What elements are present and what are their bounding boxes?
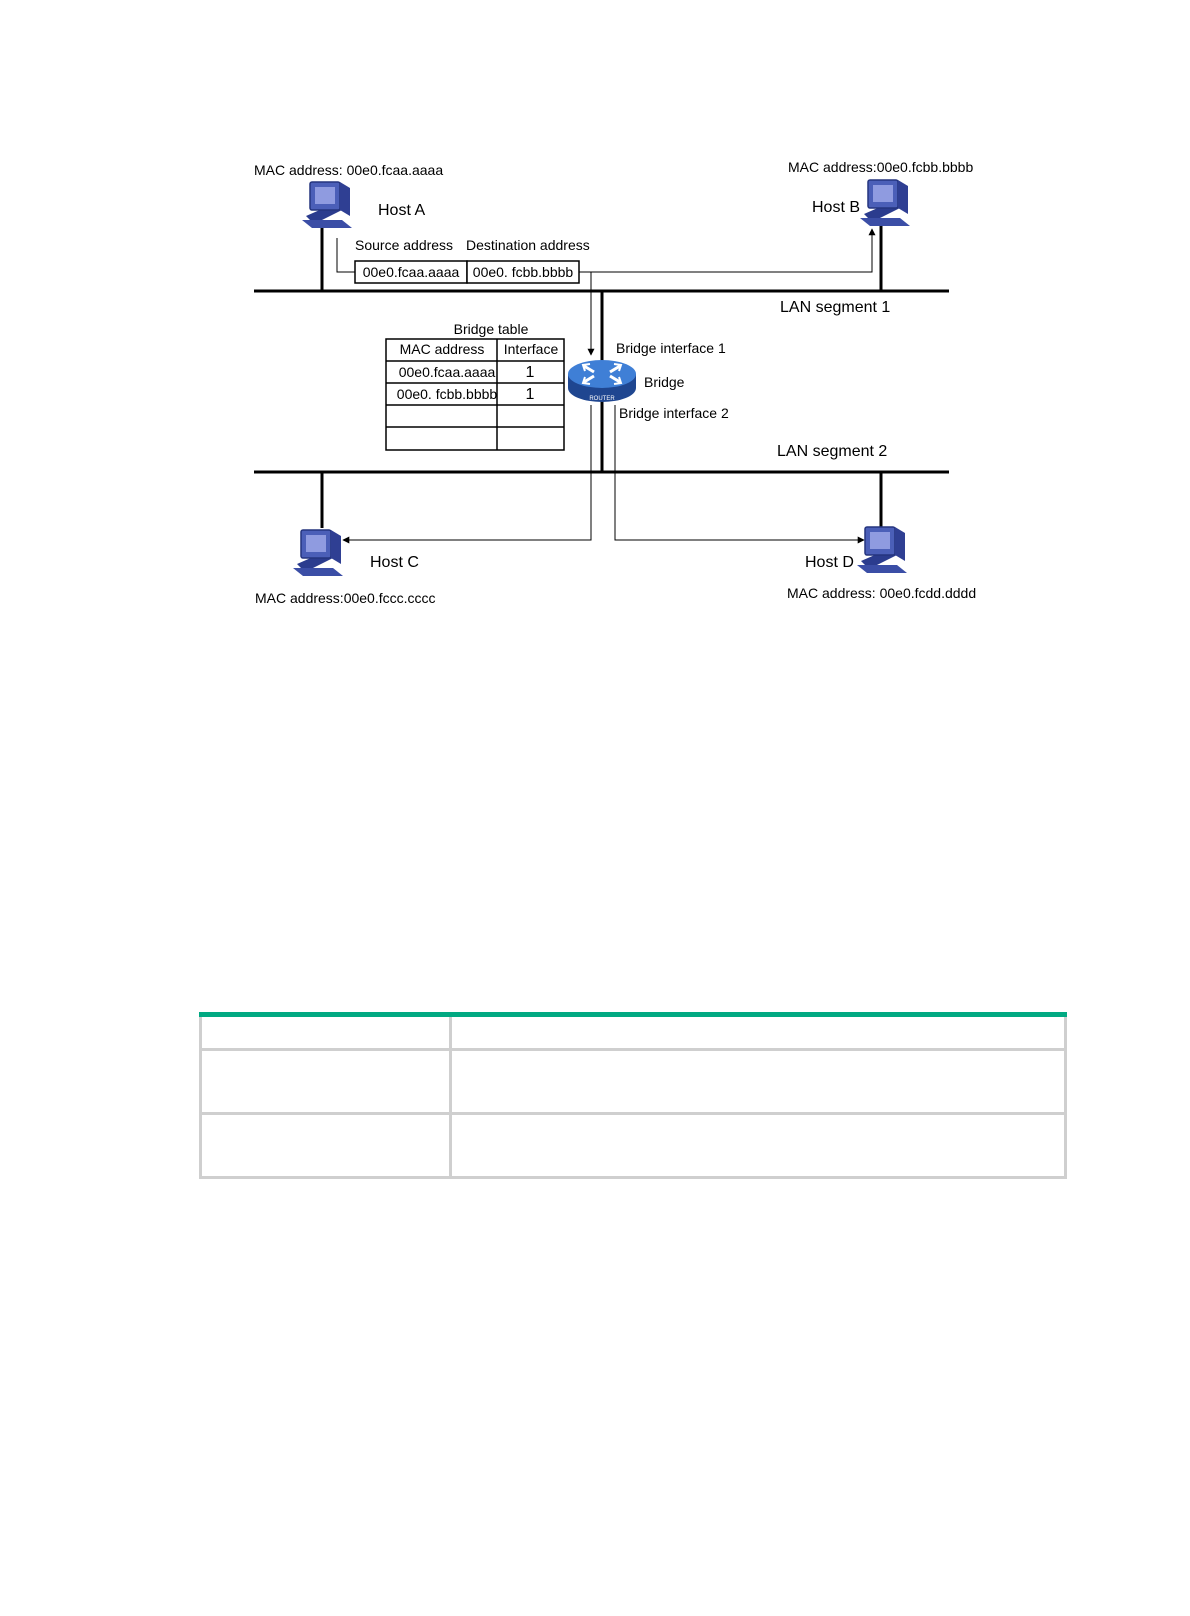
host-d-mac-label: MAC address: 00e0.fcdd.dddd [787, 585, 976, 601]
router-device-label: ROUTER [589, 396, 615, 402]
host-b-name: Host B [812, 199, 860, 216]
parameter-table [199, 1012, 1067, 1179]
table-cell [202, 1115, 452, 1176]
frame-flow-to-frame [336, 238, 355, 273]
bridge-label: Bridge [644, 374, 685, 390]
bridge-table-row-2-interface: 1 [526, 386, 535, 403]
table-cell [452, 1017, 1064, 1048]
frame-destination-value: 00e0. fcbb.bbbb [473, 264, 574, 280]
table-header-row [199, 1017, 1067, 1051]
bridge-table-row-1-interface: 1 [526, 364, 535, 381]
frame-source-value: 00e0.fcaa.aaaa [363, 264, 460, 280]
table-cell [202, 1051, 452, 1112]
host-b-computer-icon [859, 179, 911, 227]
frame-flow-to-host-d [614, 405, 865, 544]
lan-segment-1-label: LAN segment 1 [780, 299, 890, 316]
table-cell [452, 1051, 1064, 1112]
bridge-table-header-interface: Interface [504, 341, 559, 357]
host-c-computer-icon [292, 529, 344, 577]
table-cell [202, 1017, 452, 1048]
table-cell [452, 1115, 1064, 1176]
frame-flow-to-host-c [342, 405, 592, 544]
host-d-name: Host D [805, 554, 854, 571]
host-c-mac-label: MAC address:00e0.fccc.cccc [255, 590, 436, 606]
frame-destination-header: Destination address [466, 237, 590, 253]
bridge-table-title: Bridge table [454, 321, 529, 337]
host-c-name: Host C [370, 554, 419, 571]
host-a-mac-label: MAC address: 00e0.fcaa.aaaa [254, 162, 443, 178]
frame-source-header: Source address [355, 237, 453, 253]
bridge-table: Bridge table MAC address Interface 00e0.… [385, 321, 565, 451]
bridge-interface-2-label: Bridge interface 2 [619, 405, 729, 421]
table-row [199, 1051, 1067, 1115]
bridge-table-row-2-mac: 00e0. fcbb.bbbb [397, 386, 498, 402]
bridge-table-header-mac: MAC address [400, 341, 485, 357]
bridge-router-icon: ROUTER [568, 360, 636, 402]
host-a-computer-icon [301, 181, 353, 229]
bridge-table-row-1-mac: 00e0.fcaa.aaaa [399, 364, 496, 380]
bridge-forwarding-diagram: ROUTER 00e0.fcaa.aaaa 00e0. fcbb.bbbb So… [254, 159, 976, 606]
host-d-computer-icon [856, 526, 908, 574]
frame-destination-box [466, 260, 580, 284]
frame-flow-to-host-b [579, 228, 876, 273]
table-row [199, 1115, 1067, 1179]
lan-segment-2-label: LAN segment 2 [777, 443, 887, 460]
host-a-name: Host A [378, 202, 425, 219]
host-b-mac-label: MAC address:00e0.fcbb.bbbb [788, 159, 973, 175]
bridge-interface-1-label: Bridge interface 1 [616, 340, 726, 356]
